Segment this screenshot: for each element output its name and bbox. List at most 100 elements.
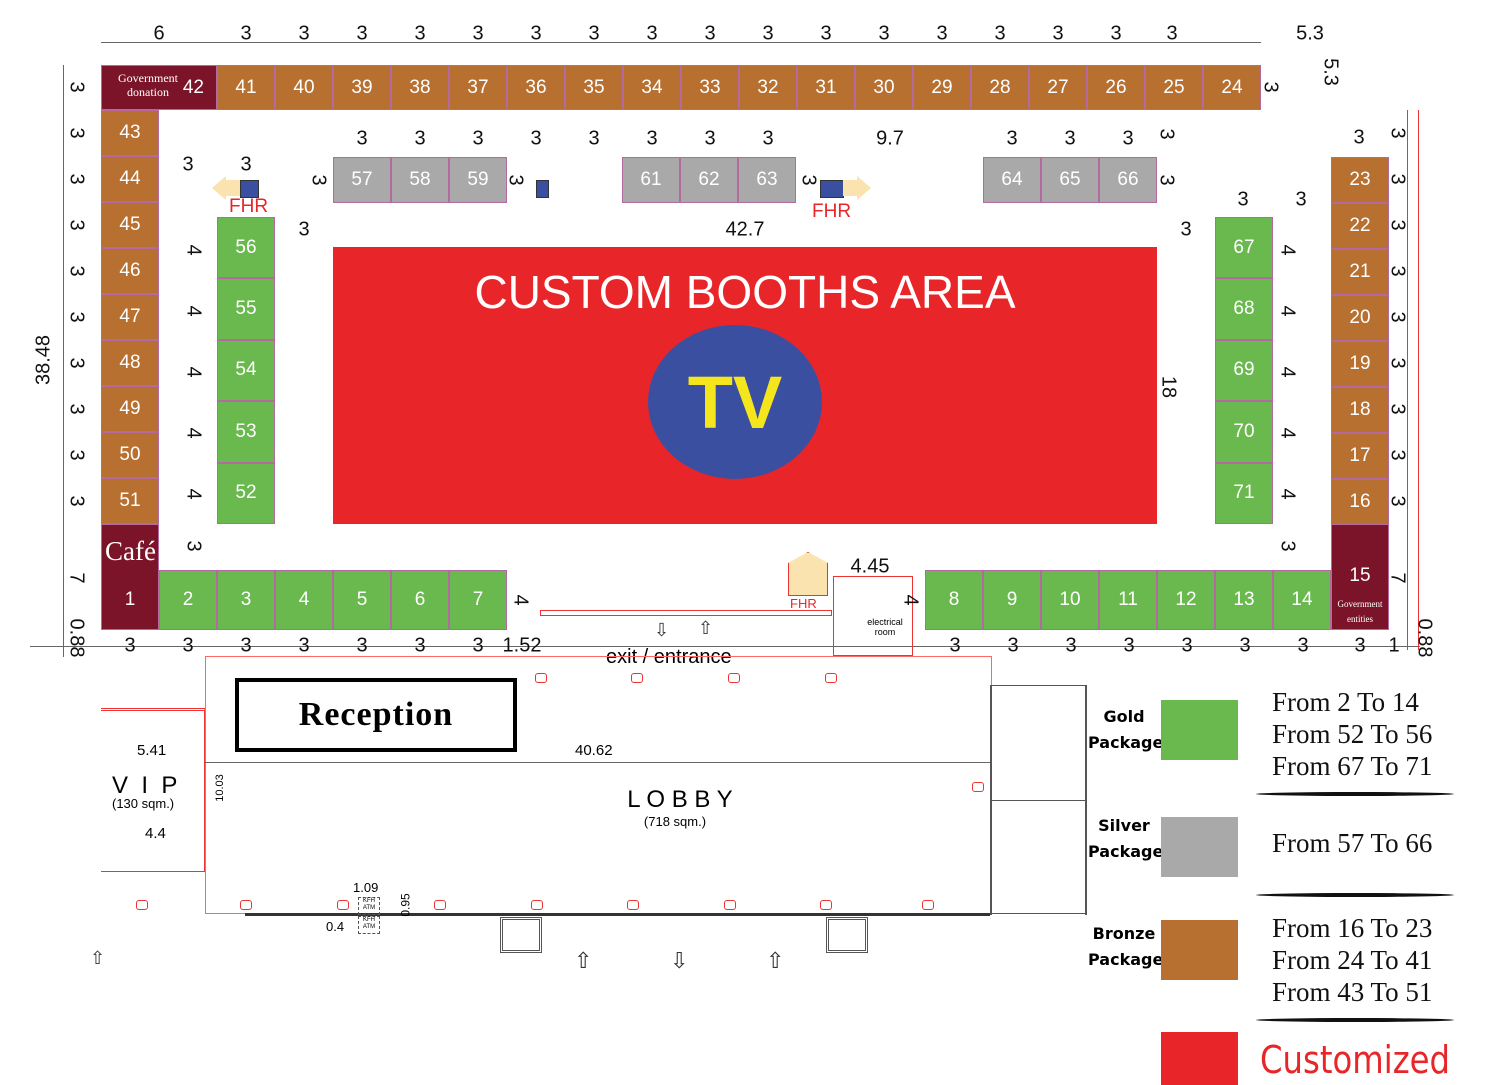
booth[interactable]: 44: [101, 156, 159, 202]
booth[interactable]: 38: [391, 65, 449, 110]
booth[interactable]: 22: [1331, 203, 1389, 249]
booth[interactable]: 59: [449, 157, 507, 203]
booth[interactable]: 55: [217, 278, 275, 340]
dimension-label: 4: [1276, 366, 1299, 378]
booth[interactable]: 63: [738, 157, 796, 203]
booth[interactable]: 54: [217, 339, 275, 402]
corridor-wall: [540, 610, 832, 616]
arrow-down-icon: ⇩: [670, 948, 689, 973]
dimension-label: 3: [1007, 634, 1019, 657]
dimension-label: 3: [1386, 311, 1409, 323]
booth[interactable]: 15: [1331, 524, 1389, 630]
booth[interactable]: 23: [1331, 157, 1389, 203]
booth[interactable]: 9: [983, 570, 1041, 630]
booth[interactable]: 14: [1273, 570, 1331, 630]
dimension-label: 3: [646, 22, 658, 45]
vip-inner-label: 4.4: [145, 825, 166, 842]
booth[interactable]: 17: [1331, 433, 1389, 479]
booth[interactable]: 65: [1041, 157, 1099, 203]
booth[interactable]: 56: [217, 217, 275, 279]
legend-silver-swatch: [1161, 817, 1238, 877]
booth[interactable]: 3: [217, 570, 275, 630]
dimension-label: 6: [153, 22, 165, 45]
booth[interactable]: 39: [333, 65, 391, 110]
booth[interactable]: 40: [275, 65, 333, 110]
booth[interactable]: 45: [101, 202, 159, 248]
booth[interactable]: 71: [1215, 462, 1273, 524]
booth[interactable]: 64: [983, 157, 1041, 203]
cafe-label: Café: [105, 536, 156, 566]
booth[interactable]: 10: [1041, 570, 1099, 630]
booth[interactable]: 32: [739, 65, 797, 110]
booth[interactable]: 47: [101, 294, 159, 340]
booth[interactable]: 5: [333, 570, 391, 630]
booth[interactable]: 8: [925, 570, 983, 630]
fire-extinguisher-icon: [337, 900, 349, 910]
dimension-label: 3: [298, 22, 310, 45]
booth[interactable]: 21: [1331, 249, 1389, 295]
booth[interactable]: 35: [565, 65, 623, 110]
booth[interactable]: 12: [1157, 570, 1215, 630]
legend-gold-range: From 52 To 56: [1272, 719, 1433, 749]
booth[interactable]: 13: [1215, 570, 1273, 630]
booth[interactable]: 24: [1203, 65, 1261, 110]
lobby-area-label: (718 sqm.): [643, 814, 707, 829]
booth[interactable]: 31: [797, 65, 855, 110]
booth[interactable]: 42: [101, 65, 217, 110]
government-entities-label: Government entities: [1337, 599, 1383, 624]
booth[interactable]: 49: [101, 386, 159, 432]
dimension-label: 3: [240, 634, 252, 657]
custom-booths-area[interactable]: CUSTOM BOOTHS AREA TV: [333, 247, 1157, 524]
dimension-label: 3: [646, 127, 658, 150]
booth[interactable]: 66: [1099, 157, 1157, 203]
booth[interactable]: 67: [1215, 217, 1273, 279]
dimension-label: 3: [1386, 127, 1409, 139]
booth-number: 49: [119, 398, 141, 419]
fhr-cabinet-icon: [788, 552, 828, 596]
booth[interactable]: 6: [391, 570, 449, 630]
booth[interactable]: 58: [391, 157, 449, 203]
atm: KFH ATM: [358, 897, 380, 915]
booth[interactable]: 25: [1145, 65, 1203, 110]
booth[interactable]: 53: [217, 401, 275, 463]
booth[interactable]: 36: [507, 65, 565, 110]
booth[interactable]: 48: [101, 340, 159, 386]
booth-number: 29: [931, 76, 953, 98]
booth[interactable]: 19: [1331, 341, 1389, 387]
dimension-label: 3: [65, 311, 88, 323]
booth[interactable]: 26: [1087, 65, 1145, 110]
booth[interactable]: 16: [1331, 479, 1389, 525]
booth[interactable]: 62: [680, 157, 738, 203]
booth[interactable]: 70: [1215, 401, 1273, 463]
booth[interactable]: 1: [101, 524, 159, 630]
booth[interactable]: 69: [1215, 339, 1273, 402]
booth[interactable]: 37: [449, 65, 507, 110]
dimension-label: 4: [1276, 488, 1299, 500]
booth[interactable]: 41: [217, 65, 275, 110]
booth[interactable]: 57: [333, 157, 391, 203]
booth[interactable]: 46: [101, 248, 159, 294]
booth-number: 63: [756, 169, 778, 190]
booth[interactable]: 27: [1029, 65, 1087, 110]
booth[interactable]: 68: [1215, 278, 1273, 340]
booth[interactable]: 18: [1331, 387, 1389, 433]
booth[interactable]: 28: [971, 65, 1029, 110]
booth[interactable]: 11: [1099, 570, 1157, 630]
booth[interactable]: 50: [101, 432, 159, 478]
booth[interactable]: 7: [449, 570, 507, 630]
booth-number: 35: [583, 76, 605, 98]
booth[interactable]: 2: [159, 570, 217, 630]
booth[interactable]: 33: [681, 65, 739, 110]
booth[interactable]: 34: [623, 65, 681, 110]
booth[interactable]: 61: [622, 157, 680, 203]
booth[interactable]: 52: [217, 462, 275, 524]
booth[interactable]: 51: [101, 478, 159, 524]
dimension-line: [205, 762, 990, 763]
booth[interactable]: 20: [1331, 295, 1389, 341]
booth[interactable]: 30: [855, 65, 913, 110]
legend-separator: [1256, 893, 1454, 897]
booth[interactable]: 43: [101, 110, 159, 156]
booth[interactable]: 4: [275, 570, 333, 630]
dimension-label: 3: [588, 22, 600, 45]
booth[interactable]: 29: [913, 65, 971, 110]
